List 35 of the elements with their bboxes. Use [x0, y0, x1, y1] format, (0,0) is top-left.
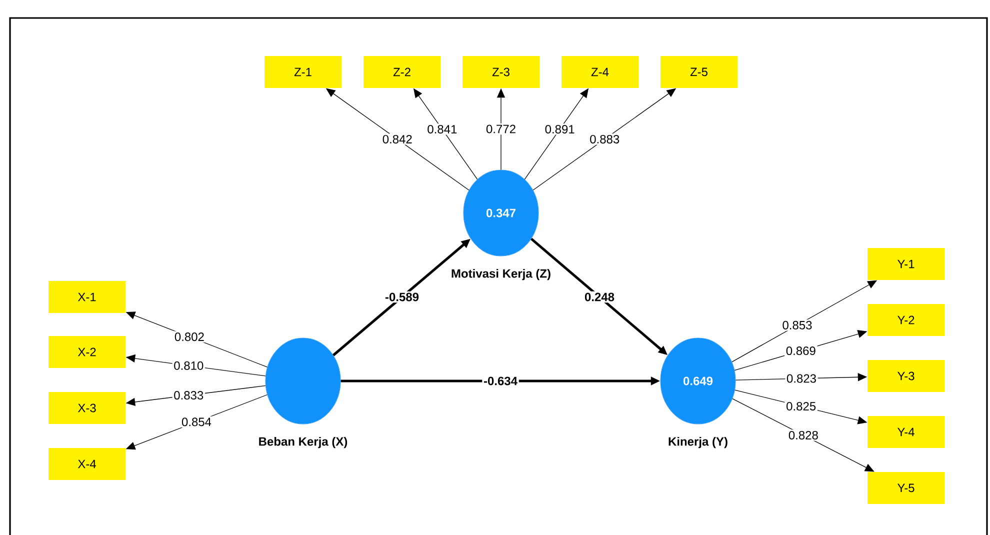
- indicator-box: Z-2: [364, 56, 440, 88]
- edge-label: 0.828: [788, 430, 818, 440]
- edge-label: 0.883: [590, 134, 620, 144]
- indicator-box: Y-5: [868, 472, 944, 504]
- indicator-box: Z-4: [562, 56, 638, 88]
- edge-label: 0.842: [382, 134, 412, 144]
- indicator-box: X-2: [48, 336, 126, 368]
- indicator-box: Y-4: [868, 416, 944, 448]
- edge-label: 0.891: [545, 124, 574, 134]
- edge-label: 0.772: [486, 124, 516, 134]
- edge-label: 0.869: [786, 346, 816, 356]
- indicator-box: X-1: [48, 281, 126, 313]
- variable-label: Beban Kerja (X): [259, 436, 348, 448]
- variable-label: Kinerja (Y): [668, 436, 728, 448]
- indicator-box: Y-2: [868, 304, 944, 336]
- edge-label: 0.833: [174, 391, 204, 400]
- variable-label: Motivasi Kerja (Z): [452, 268, 550, 280]
- edge-label: 0.841: [428, 124, 457, 134]
- indicator-box: X-3: [48, 392, 126, 424]
- edge-label: 0.823: [786, 374, 816, 383]
- edge-label: -0.634: [484, 376, 518, 386]
- edge-label: 0.810: [174, 361, 204, 370]
- indicator-box: Y-3: [868, 360, 944, 392]
- edge-label: 0.853: [782, 320, 812, 330]
- indicator-box: Z-5: [660, 56, 738, 88]
- edge-label: 0.802: [174, 332, 204, 342]
- edge-label: 0.825: [786, 402, 816, 411]
- edge-label: 0.248: [584, 292, 614, 302]
- indicator-box: Y-1: [868, 248, 944, 280]
- edge-label: -0.589: [385, 292, 419, 302]
- indicator-box: Z-3: [462, 56, 540, 88]
- indicator-box: X-4: [48, 448, 126, 480]
- edge-label: 0.854: [182, 418, 212, 426]
- latent-variable-circle: [265, 338, 341, 424]
- indicator-box: Z-1: [264, 56, 342, 88]
